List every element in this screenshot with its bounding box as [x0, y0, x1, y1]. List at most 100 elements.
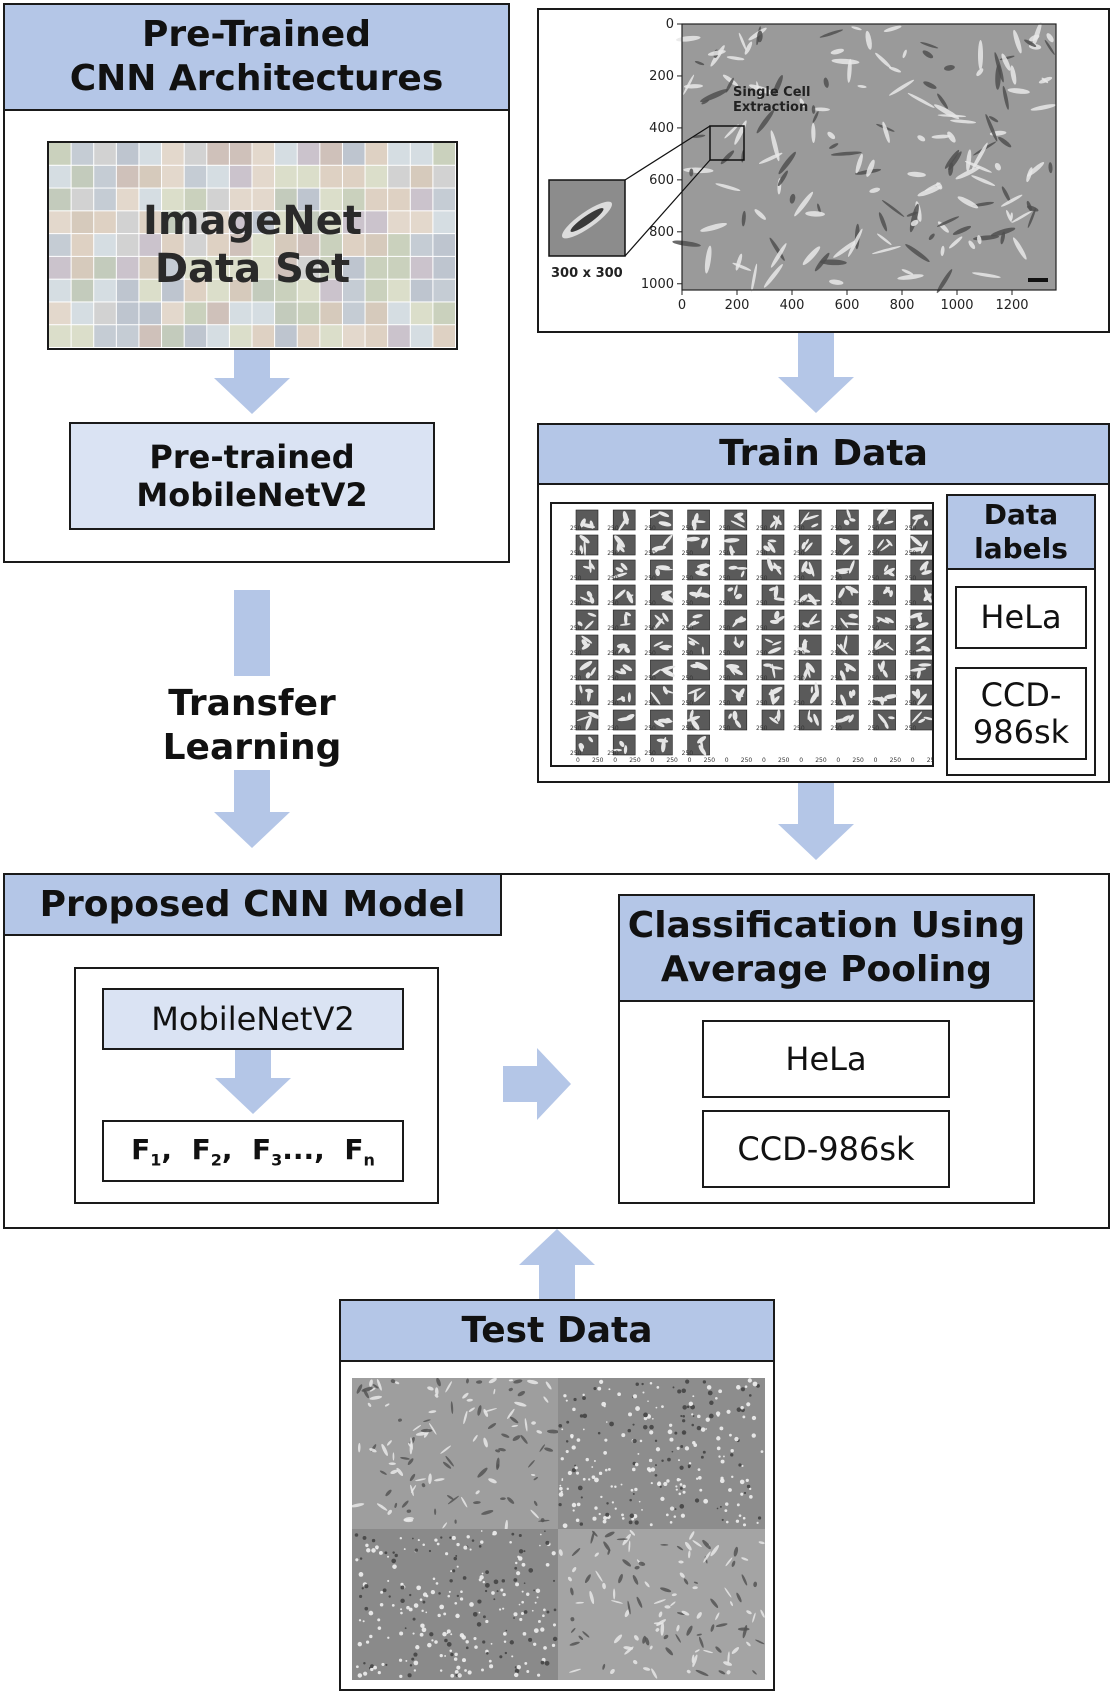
cell [947, 131, 956, 143]
train-tile: 250 [868, 584, 896, 607]
tile-axis-label: 250 [741, 757, 753, 764]
test-quadrant [352, 1378, 559, 1534]
train-tile: 250 [868, 634, 896, 657]
cell [917, 135, 926, 142]
tile-tick-label: 250 [830, 600, 842, 607]
cell [725, 77, 734, 93]
cell [936, 269, 953, 294]
cell [772, 74, 783, 97]
tile-tick-label: 250 [570, 650, 582, 657]
tile-axis-zero: 0 [836, 757, 840, 764]
cell [971, 175, 996, 186]
tile-axis-zero: 0 [613, 757, 617, 764]
tile-axis-label: 250 [666, 757, 678, 764]
tile-tick-label: 250 [905, 525, 917, 532]
tile-axis-label: 250 [890, 757, 902, 764]
cell [875, 52, 892, 69]
arrow-test-to-model [519, 1229, 595, 1299]
label-hela: HeLa [955, 586, 1087, 649]
cell [735, 253, 743, 271]
cell [902, 49, 907, 59]
cell [778, 151, 796, 175]
cell [831, 58, 860, 65]
train-tile: 250 [793, 509, 822, 532]
train-tile: 250 [793, 659, 822, 682]
pretrained-title-line2: CNN Architectures [69, 58, 444, 99]
cell [802, 246, 821, 266]
label-ccd986sk: CCD- 986sk [955, 667, 1087, 760]
tile-tick-label: 250 [905, 575, 917, 582]
cell [964, 160, 992, 173]
cell [855, 153, 863, 174]
train-tile: 250 [868, 684, 898, 707]
cell [1010, 212, 1013, 221]
train-tile: 250 [756, 684, 785, 707]
train-tile: 250 [644, 634, 673, 657]
cell [799, 98, 805, 108]
cell [763, 263, 783, 288]
tile-tick-label: 250 [570, 550, 582, 557]
x-tick-label: 200 [725, 298, 750, 313]
cell [811, 123, 816, 143]
transfer-line2: Learning [162, 726, 342, 768]
test-header: Test Data [339, 1299, 775, 1362]
train-tile: 250 [607, 634, 636, 657]
cell [1038, 76, 1053, 84]
train-tile: 250 [570, 534, 599, 557]
train-tile: 250 [793, 609, 822, 632]
tile-tick-label: 250 [905, 550, 917, 557]
train-tile: 250 [682, 509, 710, 532]
train-tile: 250 [682, 659, 710, 682]
tile-tick-label: 250 [756, 525, 768, 532]
cell [971, 142, 988, 171]
tile-tick-label: 250 [644, 575, 656, 582]
cell [847, 58, 852, 83]
tile-tick-label: 250 [793, 725, 805, 732]
classification-line2: Average Pooling [660, 949, 993, 990]
cell [990, 227, 1016, 237]
tile-tick-label: 250 [644, 750, 656, 757]
cell [1012, 237, 1027, 260]
cell [878, 212, 888, 232]
tile-axis-label: 250 [592, 757, 604, 764]
cell [750, 263, 758, 293]
tile-tick-label: 250 [644, 675, 656, 682]
cell [683, 84, 703, 89]
tile-tick-label: 250 [868, 700, 880, 707]
scale-bar [1028, 278, 1048, 282]
tile-tick-label: 250 [644, 650, 656, 657]
cell [950, 119, 977, 124]
tile-tick-label: 250 [607, 625, 619, 632]
imagenet-line1: ImageNet [142, 198, 363, 245]
tile-axis-zero: 0 [576, 757, 580, 764]
train-tile: 250 [868, 508, 896, 532]
tile-tick-label: 250 [644, 600, 656, 607]
cell [819, 29, 844, 38]
cell [715, 183, 741, 192]
cell [876, 233, 892, 246]
train-tile: 250 [607, 584, 636, 607]
tile-tick-label: 250 [868, 550, 880, 557]
tile-tick-label: 250 [682, 750, 694, 757]
cell [1026, 167, 1033, 183]
tile-tick-label: 250 [719, 650, 731, 657]
cell [924, 182, 941, 192]
data-labels-line1: Data [983, 498, 1059, 532]
cell [1000, 231, 1006, 245]
pretrained-model-line1: Pre-trained [149, 437, 355, 476]
test-quadrant [558, 1529, 765, 1680]
cell [937, 93, 948, 109]
feature-vector-box: F1, F2, F3..., Fn [102, 1120, 404, 1182]
train-tile: 250 [868, 534, 896, 557]
train-tile: 250 [607, 609, 636, 632]
annotation-line1: Single Cell [733, 85, 810, 100]
cell [881, 199, 905, 217]
tile-tick-label: 250 [719, 575, 731, 582]
class-ccd986sk-box: CCD-986sk [702, 1110, 950, 1188]
label-ccd-line2: 986sk [972, 712, 1070, 751]
tile-tick-label: 250 [830, 725, 842, 732]
cell [994, 162, 1001, 171]
train-tile: 250 [868, 709, 896, 732]
cell [738, 32, 747, 51]
